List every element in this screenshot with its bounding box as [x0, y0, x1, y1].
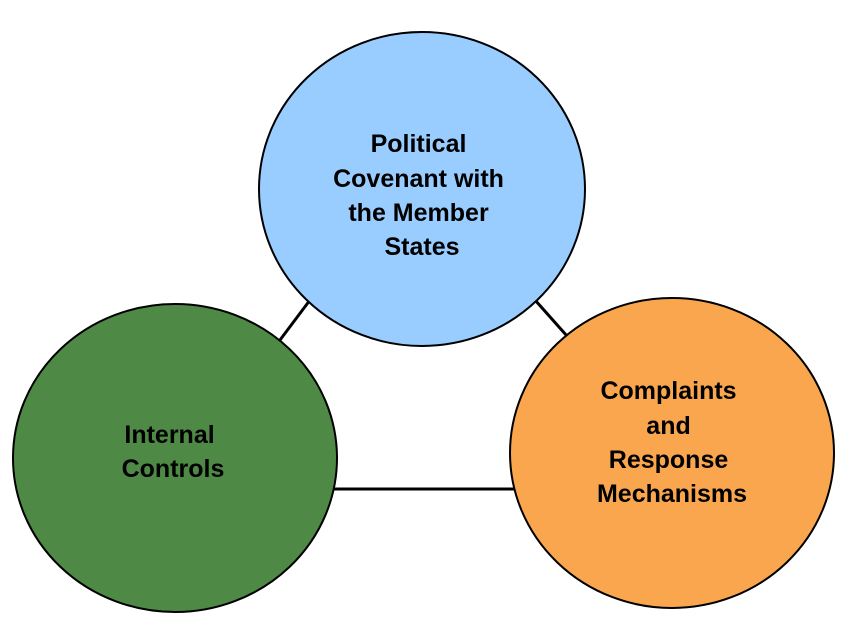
label-line: and [646, 412, 690, 440]
node-internal-controls-circle [12, 303, 338, 613]
label-line: States [384, 233, 459, 261]
label-line: Mechanisms [597, 480, 747, 508]
node-political-covenant-circle [258, 31, 586, 347]
label-line: Response [609, 446, 729, 474]
node-political-covenant-label: Political Covenant with the Member State… [333, 130, 511, 261]
node-political-covenant: Political Covenant with the Member State… [258, 31, 586, 347]
node-internal-controls-label: Internal Controls [122, 421, 225, 483]
node-complaints-response-label: Complaints and Response Mechanisms [597, 377, 747, 508]
label-line: Complaints [600, 377, 736, 405]
node-complaints-response-circle [509, 297, 835, 609]
node-internal-controls: Internal Controls [12, 303, 338, 613]
label-line: Political [371, 130, 467, 158]
label-line: Controls [122, 455, 225, 483]
label-line: Covenant with [333, 165, 504, 193]
label-line: the Member [348, 199, 489, 227]
node-complaints-response: Complaints and Response Mechanisms [509, 297, 835, 609]
label-line: Internal [124, 421, 214, 449]
